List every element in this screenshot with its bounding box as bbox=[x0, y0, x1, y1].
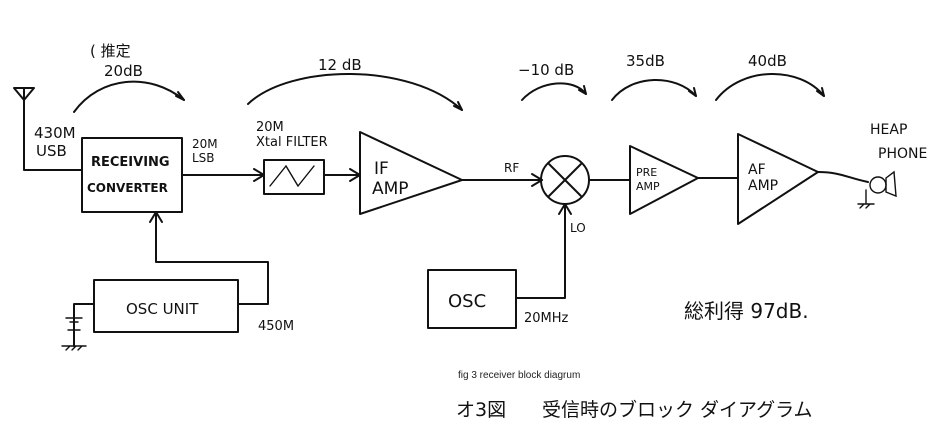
gain-arcs bbox=[73, 73, 825, 113]
crystal-filter bbox=[263, 159, 325, 195]
pre-gain-label: 35dB bbox=[626, 52, 665, 70]
af-gain-label: 40dB bbox=[748, 52, 787, 70]
headphone-label-1: HEAP bbox=[870, 122, 907, 138]
total-gain-label: 総利得 97dB. bbox=[684, 299, 809, 323]
lo-freq-label: 20MHz bbox=[524, 311, 569, 326]
receiving-converter-box bbox=[81, 137, 183, 213]
if-freq-label: 20M bbox=[192, 137, 218, 151]
pre-amp-label-2: AMP bbox=[636, 180, 660, 193]
rf-label: RF bbox=[504, 161, 519, 175]
if-amp-triangle bbox=[359, 131, 463, 215]
headphone-label-2: PHONE bbox=[878, 146, 927, 162]
if-gain-label: 12 dB bbox=[318, 56, 362, 74]
diode-ground-icon bbox=[61, 303, 95, 351]
lo-label: LO bbox=[570, 221, 586, 235]
af-to-headphone-line bbox=[817, 171, 869, 183]
osc-to-mixer-line bbox=[515, 203, 566, 299]
osc-to-converter-line bbox=[155, 211, 269, 305]
antenna-icon bbox=[13, 87, 83, 171]
filter-label-1: 20M bbox=[256, 120, 284, 135]
converter-label-1: RECEIVING bbox=[91, 155, 170, 170]
caption-figure-number: オ3図 bbox=[456, 399, 506, 421]
osc-unit-box bbox=[93, 279, 239, 333]
if-amp-label-1: IF bbox=[374, 159, 389, 179]
conv-gain-label: 20dB bbox=[104, 62, 143, 80]
filter-label-2: Xtal FILTER bbox=[256, 135, 328, 150]
if-amp-label-2: AMP bbox=[372, 179, 409, 199]
mixer-symbol bbox=[540, 155, 590, 205]
input-mode-label: USB bbox=[36, 142, 67, 160]
af-amp-label-1: AF bbox=[748, 162, 766, 178]
converter-label-2: CONVERTER bbox=[87, 181, 168, 195]
af-amp-label-2: AMP bbox=[748, 178, 778, 194]
osc-label: OSC bbox=[448, 291, 486, 312]
af-amp-triangle bbox=[737, 133, 819, 225]
caption-japanese: 受信時のブロック ダイアグラム bbox=[542, 398, 813, 421]
mixer-gain-label: −10 dB bbox=[518, 61, 574, 79]
pre-amp-triangle bbox=[629, 145, 699, 215]
headphone-icon bbox=[857, 170, 897, 209]
if-mode-label: LSB bbox=[192, 151, 215, 165]
caption-english: fig 3 receiver block diagrum bbox=[458, 370, 580, 381]
osc-unit-label: OSC UNIT bbox=[126, 300, 199, 318]
pre-amp-label-1: PRE bbox=[636, 166, 657, 179]
input-freq-label: 430M bbox=[34, 124, 76, 142]
osc-freq-label: 450M bbox=[258, 319, 294, 334]
conv-gain-note: ( 推定 bbox=[90, 42, 131, 60]
